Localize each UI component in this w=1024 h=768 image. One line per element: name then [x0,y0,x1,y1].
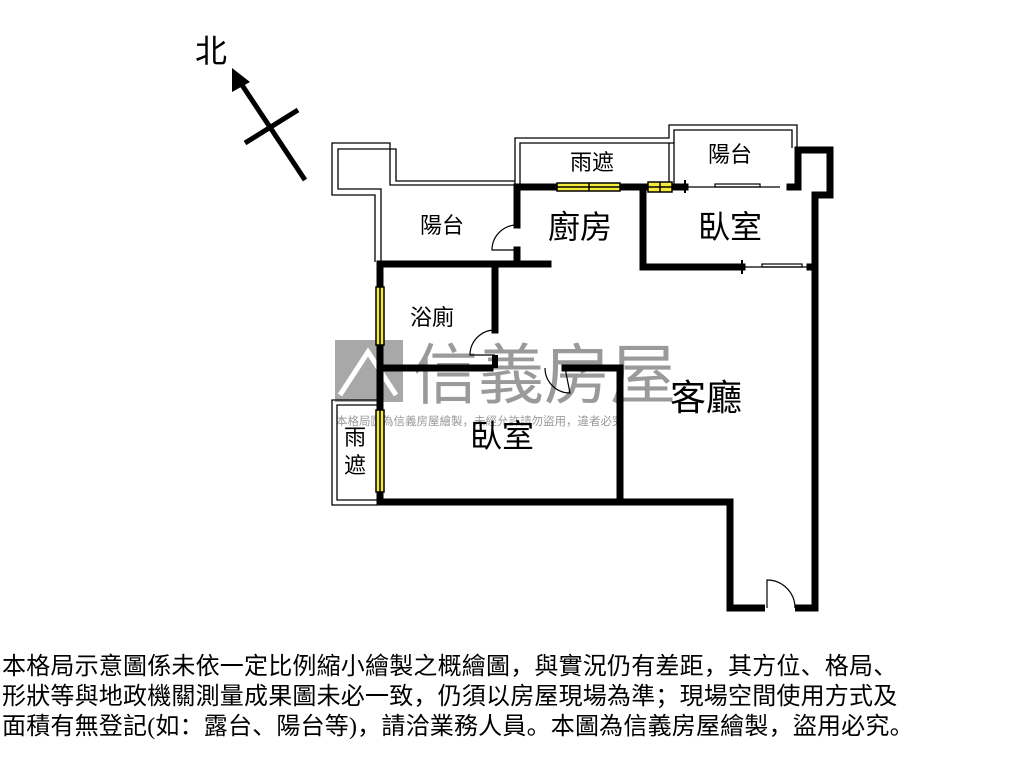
watermark: 信義房屋 本格局圖為信義房屋繪製，未經允許請勿盜用，違者必究 [335,338,676,428]
watermark-logo-mark [337,347,399,397]
room-canopy-left-char: 遮 [344,453,366,478]
room-living: 客廳 [670,378,742,418]
room-bedroom-top: 臥室 [698,209,762,245]
watermark-caption: 本格局圖為信義房屋繪製，未經允許請勿盜用，違者必究 [336,414,624,428]
windows [375,181,673,493]
doors [469,180,810,609]
room-balcony-left: 陽台 [420,213,464,238]
disclaimer-line: 本格局示意圖係未依一定比例縮小繪製之概繪圖，與實況仍有差距，其方位、格局、 [2,654,898,680]
walls [376,146,834,612]
room-bathroom: 浴廁 [410,305,454,330]
room-balcony-top: 陽台 [708,142,752,167]
room-bedroom-bottom: 臥室 [470,418,534,454]
room-canopy-top: 雨遮 [570,150,614,175]
balcony-outlines [331,124,798,506]
room-canopy-left: 雨遮 [344,425,366,478]
arrow-head-icon [232,68,250,92]
room-kitchen: 廚房 [548,209,612,245]
north-label: 北 [195,33,227,69]
watermark-brand: 信義房屋 [412,338,676,412]
disclaimer-line: 形狀等與地政機關測量成果圖未必一致，仍須以房屋現場為準；現場空間使用方式及 [2,684,898,710]
room-canopy-left-char: 雨 [344,425,366,450]
disclaimer: 本格局示意圖係未依一定比例縮小繪製之概繪圖，與實況仍有差距，其方位、格局、 形狀… [2,652,1024,742]
disclaimer-line: 面積有無登記(如：露台、陽台等)，請洽業務人員。本圖為信義房屋繪製，盜用必究。 [2,714,914,740]
north-arrow: 北 [195,33,308,182]
floor-plan: 信義房屋 本格局圖為信義房屋繪製，未經允許請勿盜用，違者必究 北 [195,33,834,612]
